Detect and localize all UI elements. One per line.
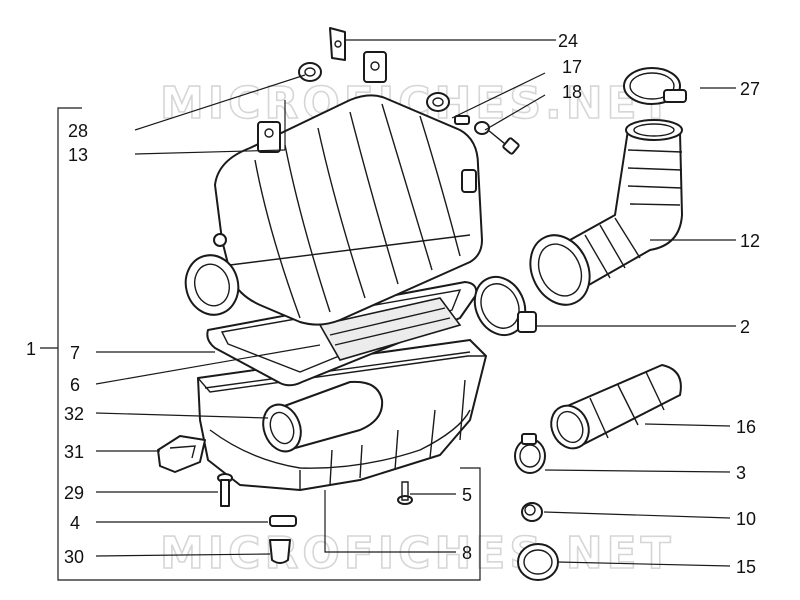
callout-2: 2 [740, 317, 750, 337]
leader-lines [40, 39, 736, 567]
callout-6: 6 [70, 375, 80, 395]
callout-29: 29 [64, 483, 84, 503]
rubber-bush-13 [426, 92, 450, 112]
callout-24: 24 [558, 31, 578, 51]
screw-5 [397, 481, 413, 505]
callout-32: 32 [64, 404, 84, 424]
housing-cover [184, 51, 483, 326]
cap-10 [521, 502, 543, 522]
callout-16: 16 [736, 417, 756, 437]
callout-10: 10 [736, 509, 756, 529]
clip-4 [269, 515, 297, 527]
callout-17: 17 [562, 57, 582, 77]
callout-13: 13 [68, 145, 88, 165]
callout-numbers: 24 17 18 27 28 13 12 2 1 7 6 32 31 29 4 … [26, 31, 760, 577]
assembly-bracket [57, 107, 481, 581]
clip-31 [157, 435, 206, 473]
callout-12: 12 [740, 231, 760, 251]
watermark-bottom: MICROFICHES.NET [160, 528, 675, 579]
screw-29 [217, 473, 233, 507]
callout-7: 7 [70, 343, 80, 363]
sleeve-16 [550, 364, 682, 450]
callout-30: 30 [64, 547, 84, 567]
callout-31: 31 [64, 442, 84, 462]
callout-5: 5 [462, 485, 472, 505]
spacer-17 [454, 115, 490, 135]
bolt-18 [487, 129, 520, 155]
callout-1: 1 [26, 339, 36, 359]
callout-15: 15 [736, 557, 756, 577]
callout-3: 3 [736, 463, 746, 483]
callout-28: 28 [68, 121, 88, 141]
inner-tube [262, 380, 384, 453]
bracket-24 [329, 27, 346, 61]
plug-30 [269, 539, 291, 564]
hose-clamp-27 [623, 67, 687, 105]
callout-18: 18 [562, 82, 582, 102]
callout-27: 27 [740, 79, 760, 99]
callout-4: 4 [70, 513, 80, 533]
spring-clip-15 [517, 543, 559, 581]
filter-element [318, 297, 462, 361]
rubber-bush-28 [298, 62, 322, 82]
hose-clamp-3 [514, 433, 546, 474]
intake-hose [529, 119, 683, 306]
callout-8: 8 [462, 543, 472, 563]
hose-clamp-2 [473, 275, 537, 337]
